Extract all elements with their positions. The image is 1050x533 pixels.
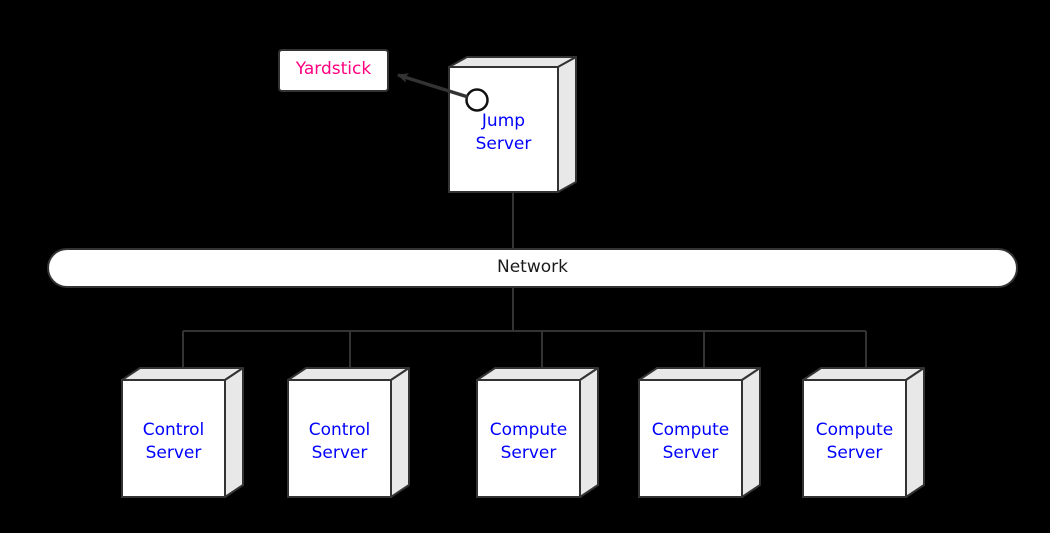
server-3-side-face [579, 367, 599, 498]
server-2-front-face [287, 379, 392, 498]
server-2-side-face [390, 367, 410, 498]
jump-server-side-face [557, 56, 577, 193]
server-2-top-face [287, 367, 410, 381]
server-node-5[interactable] [802, 367, 925, 498]
server-1-top-face [121, 367, 244, 381]
server-node-2[interactable] [287, 367, 410, 498]
server-1-front-face [121, 379, 226, 498]
jump-server-interface-lollipop-icon [465, 88, 489, 112]
server-node-4[interactable] [638, 367, 761, 498]
server-node-1[interactable] [121, 367, 244, 498]
network-bar[interactable] [47, 248, 1018, 288]
server-4-front-face [638, 379, 743, 498]
server-3-top-face [476, 367, 599, 381]
server-4-top-face [638, 367, 761, 381]
server-node-3[interactable] [476, 367, 599, 498]
yardstick-box[interactable] [278, 49, 389, 92]
server-5-front-face [802, 379, 907, 498]
jump-server-node[interactable] [448, 56, 577, 193]
jump-server-top-face [448, 56, 577, 68]
connector-jumpserver-to-yardstick [397, 73, 469, 99]
jump-server-front-face [448, 66, 559, 193]
server-5-top-face [802, 367, 925, 381]
server-3-front-face [476, 379, 581, 498]
server-1-side-face [224, 367, 244, 498]
server-5-side-face [905, 367, 925, 498]
server-4-side-face [741, 367, 761, 498]
